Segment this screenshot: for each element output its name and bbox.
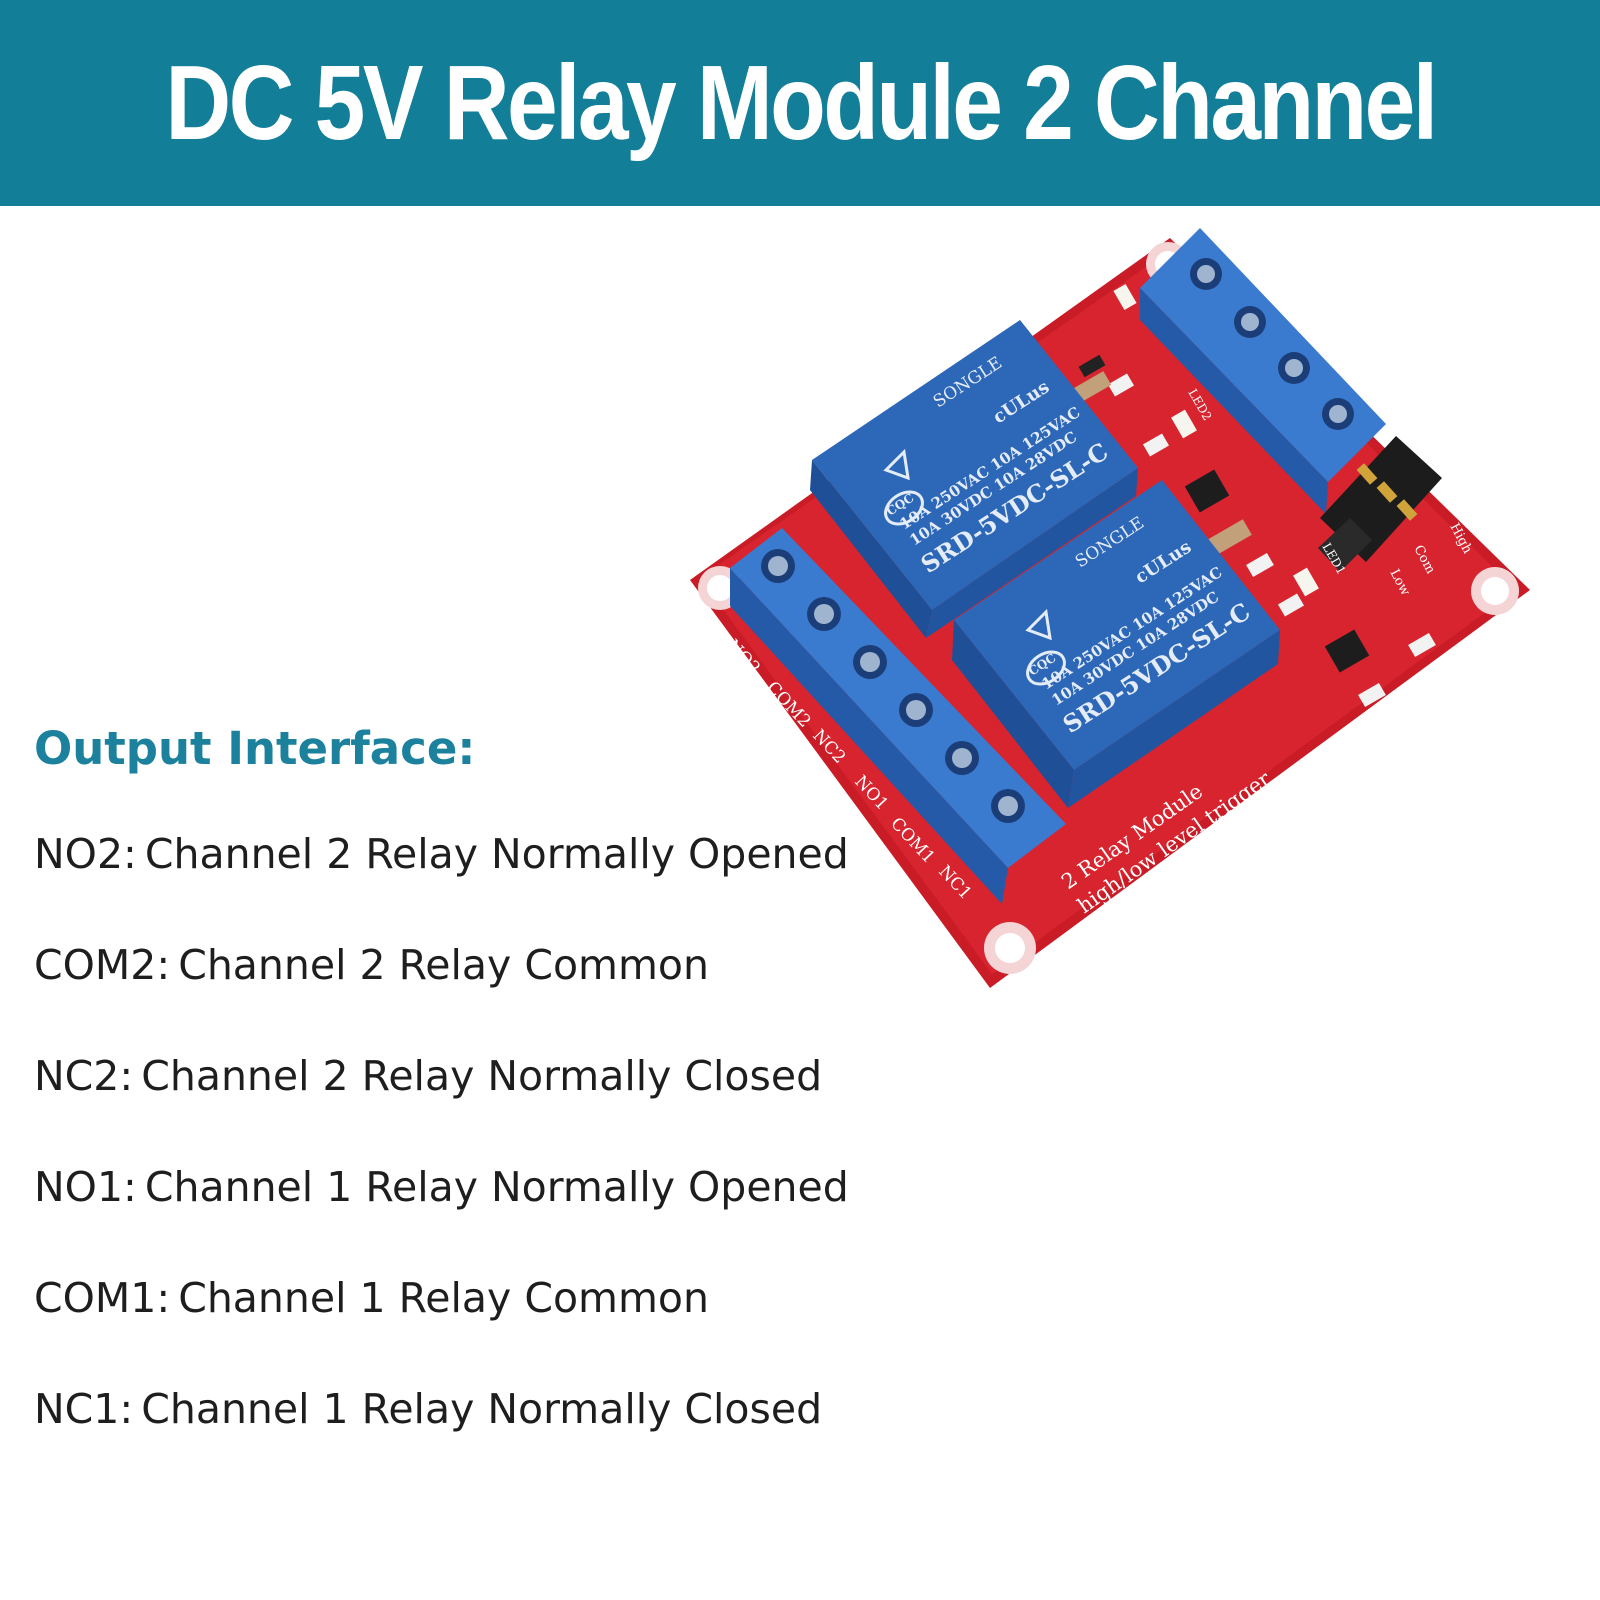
relay-module-photo: SONGLE 10A 250VAC 10A 125VAC 10A 30VDC 1… [690, 228, 1560, 1008]
list-item: NO2:Channel 2 Relay Normally Opened [34, 832, 849, 943]
relay-board-illustration: SONGLE 10A 250VAC 10A 125VAC 10A 30VDC 1… [690, 228, 1530, 988]
jumper-header [1318, 436, 1442, 572]
led-indicator [1171, 409, 1197, 439]
pin-code: COM1: [34, 1274, 171, 1322]
output-terminal-block [730, 528, 1066, 904]
title-banner: DC 5V Relay Module 2 Channel [0, 0, 1600, 206]
pin-code: NC2: [34, 1052, 134, 1100]
pin-description: Channel 2 Relay Common [178, 941, 710, 989]
list-item: COM2:Channel 2 Relay Common [34, 943, 849, 1054]
pin-description: Channel 2 Relay Normally Opened [144, 830, 849, 878]
pin-description: Channel 1 Relay Normally Closed [141, 1385, 823, 1433]
list-item: COM1:Channel 1 Relay Common [34, 1276, 849, 1387]
optocoupler-chip [1324, 629, 1370, 673]
optocoupler-chip [1184, 469, 1230, 513]
list-item: NO1:Channel 1 Relay Normally Opened [34, 1165, 849, 1276]
relay-1: SONGLE 10A 250VAC 10A 125VAC 10A 30VDC 1… [810, 320, 1138, 638]
led-indicator [1293, 567, 1319, 597]
pin-code: NO1: [34, 1163, 137, 1211]
pin-description: Channel 1 Relay Common [178, 1274, 710, 1322]
pin-description: Channel 1 Relay Normally Opened [144, 1163, 849, 1211]
diode [1208, 519, 1252, 555]
output-interface-heading: Output Interface: [34, 722, 476, 775]
pin-code: NC1: [34, 1385, 134, 1433]
page-title: DC 5V Relay Module 2 Channel [164, 43, 1438, 162]
cqc-logo [1026, 650, 1066, 686]
songle-logo-icon [1025, 608, 1052, 641]
pin-description-list: NO2:Channel 2 Relay Normally Opened COM2… [34, 832, 849, 1498]
cqc-logo [884, 490, 924, 526]
pin-description: Channel 2 Relay Normally Closed [141, 1052, 823, 1100]
power-led [1113, 283, 1137, 311]
relay-2: SONGLE 10A 250VAC 10A 125VAC 10A 30VDC 1… [952, 480, 1280, 808]
list-item: NC1:Channel 1 Relay Normally Closed [34, 1387, 849, 1498]
pin-code: COM2: [34, 941, 171, 989]
smd-components [1068, 354, 1436, 708]
input-terminal-block [1140, 228, 1386, 514]
pin-code: NO2: [34, 830, 137, 878]
songle-logo-icon [883, 448, 910, 481]
list-item: NC2:Channel 2 Relay Normally Closed [34, 1054, 849, 1165]
